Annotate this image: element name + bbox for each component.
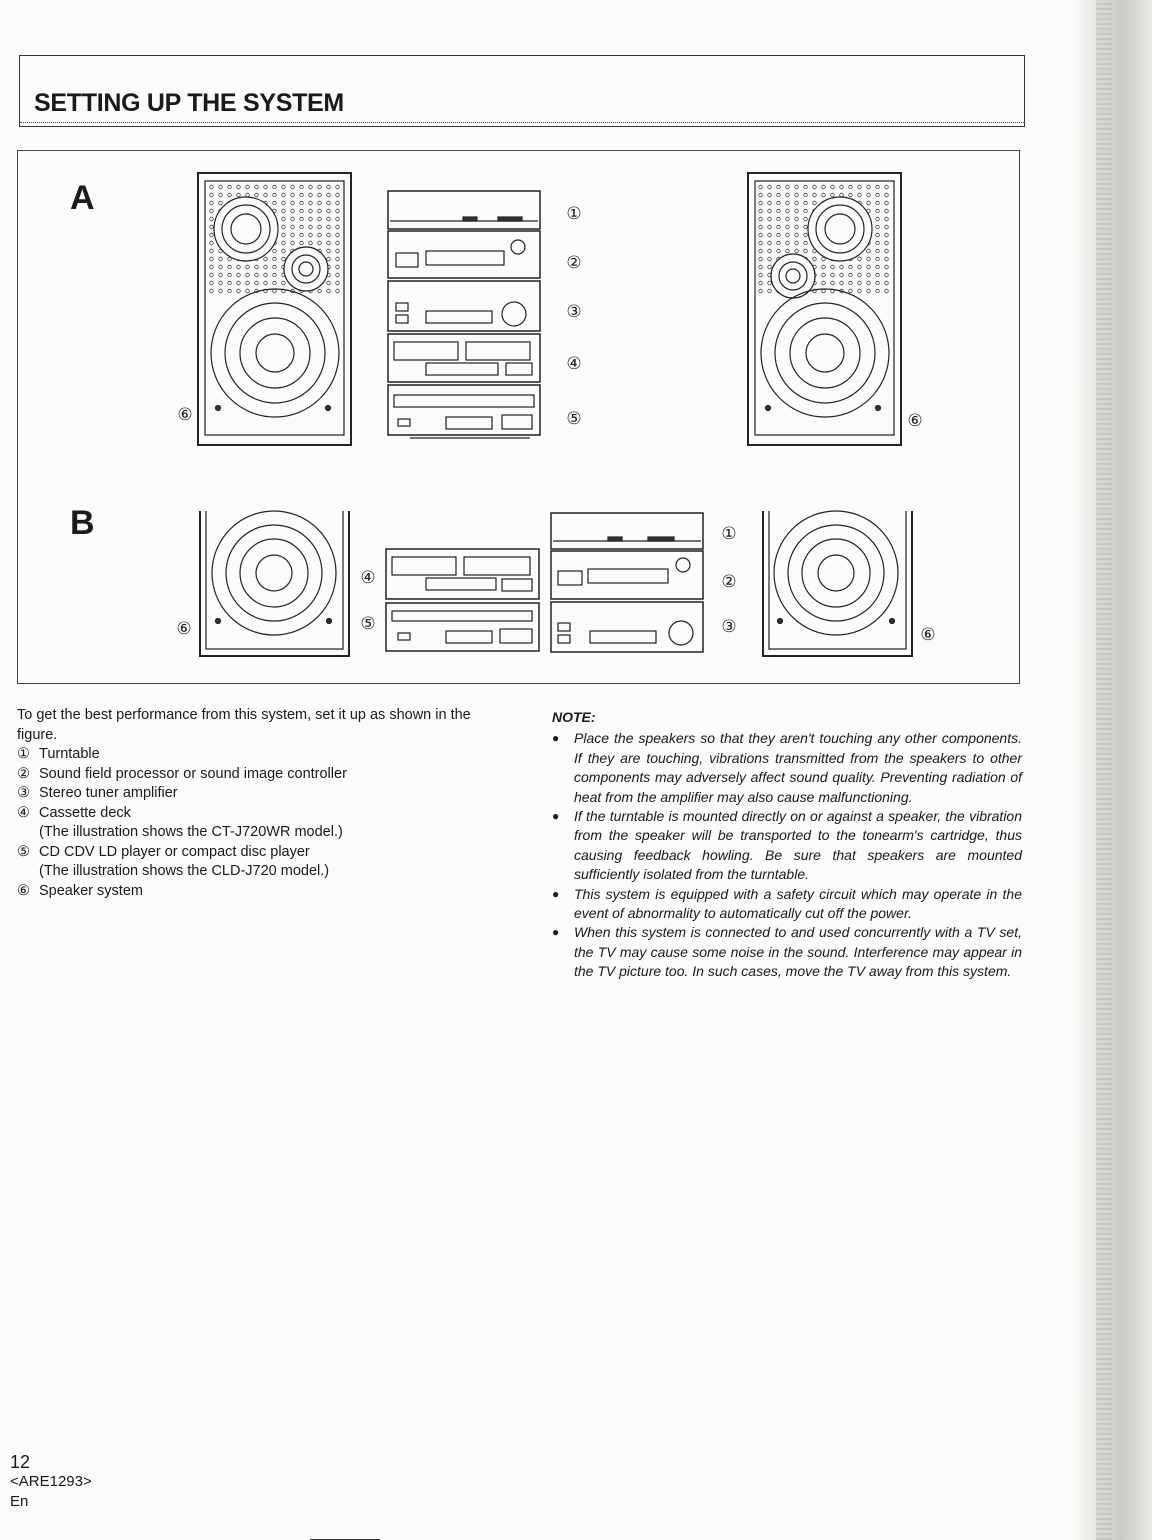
callout-a-6-right: ⑥ xyxy=(907,411,922,431)
note-item: ● When this system is connected to and us… xyxy=(552,923,1022,981)
callout-b-4: ④ xyxy=(360,568,375,588)
title-rule xyxy=(20,122,1024,123)
callout-a-4: ④ xyxy=(566,354,581,374)
item-number: ③ xyxy=(17,785,30,801)
component-stack-a xyxy=(387,190,541,439)
setup-figure: A B xyxy=(17,150,1020,684)
page-title: SETTING UP THE SYSTEM xyxy=(34,89,344,117)
component-list: ① Turntable ② Sound field processor or sou… xyxy=(17,745,497,901)
note-section: NOTE: ● Place the speakers so that they a… xyxy=(552,708,1022,982)
item-text: Sound field processor or sound image con… xyxy=(39,765,347,782)
item-text: CD CDV LD player or compact disc player xyxy=(39,843,310,860)
item-text: Turntable xyxy=(39,746,100,762)
bullet-icon: ● xyxy=(552,731,560,746)
speaker-a-left xyxy=(197,172,352,446)
item-text: Speaker system xyxy=(39,882,143,899)
component-list-section: To get the best performance from this sy… xyxy=(17,706,497,901)
component-stack-b-left xyxy=(385,548,540,652)
callout-b-6-left: ⑥ xyxy=(176,619,191,639)
callout-b-3: ③ xyxy=(721,617,736,637)
component-stack-b-right xyxy=(550,512,704,653)
setup-illustration: ① ② ③ ④ ⑤ ⑥ ⑥ ① ② ③ ④ ⑤ ⑥ ⑥ xyxy=(176,172,936,657)
speaker-a-right xyxy=(747,172,902,446)
item-number: ⑤ xyxy=(17,843,30,860)
callout-a-1: ① xyxy=(566,204,581,224)
list-item: ⑤ CD CDV LD player or compact disc player… xyxy=(17,843,497,882)
figure-label-b: B xyxy=(70,504,95,542)
callout-a-3: ③ xyxy=(566,302,581,322)
callout-b-6-right: ⑥ xyxy=(920,625,935,645)
bullet-icon: ● xyxy=(552,925,560,940)
intro-text: To get the best performance from this sy… xyxy=(17,707,471,743)
page-edge-shadow xyxy=(1074,0,1152,1540)
page-number: 12 xyxy=(10,1452,31,1472)
item-text: Cassette deck xyxy=(39,804,131,821)
item-subtext: (The illustration shows the CT-J720WR mo… xyxy=(39,824,343,840)
bullet-icon: ● xyxy=(552,809,560,824)
note-text: Place the speakers so that they aren't t… xyxy=(574,730,1022,805)
item-number: ⑥ xyxy=(17,882,30,899)
callout-a-6-left: ⑥ xyxy=(177,405,192,425)
list-item: ① Turntable xyxy=(17,745,497,765)
item-number: ② xyxy=(17,765,30,782)
speaker-b-left xyxy=(199,510,350,657)
note-item: ● Place the speakers so that they aren't … xyxy=(552,729,1022,807)
list-item: ⑥ Speaker system xyxy=(17,882,497,902)
callout-b-2: ② xyxy=(721,572,736,592)
item-subtext: (The illustration shows the CLD-J720 mod… xyxy=(39,863,330,879)
title-box: SETTING UP THE SYSTEM xyxy=(19,55,1025,127)
item-number: ④ xyxy=(17,804,30,821)
note-list: ● Place the speakers so that they aren't … xyxy=(552,729,1022,981)
item-number: ① xyxy=(17,746,30,762)
callout-b-5: ⑤ xyxy=(360,614,375,634)
page-edge-texture xyxy=(1096,0,1112,1540)
note-text: This system is equipped with a safety ci… xyxy=(574,885,1022,922)
list-item: ④ Cassette deck (The illustration shows th… xyxy=(17,804,497,843)
note-heading: NOTE: xyxy=(552,709,596,725)
list-item: ② Sound field processor or sound image co… xyxy=(17,765,497,785)
item-text: Stereo tuner amplifier xyxy=(39,785,178,801)
bullet-icon: ● xyxy=(552,886,560,901)
callout-b-1: ① xyxy=(721,524,736,544)
language-code: En xyxy=(10,1493,29,1510)
note-text: When this system is connected to and use… xyxy=(574,924,1022,980)
note-item: ● This system is equipped with a safety c… xyxy=(552,885,1022,924)
note-item: ● If the turntable is mounted directly on… xyxy=(552,807,1022,885)
callout-a-2: ② xyxy=(566,253,581,273)
figure-label-a: A xyxy=(70,179,95,217)
speaker-b-right xyxy=(762,510,913,657)
list-item: ③ Stereo tuner amplifier xyxy=(17,784,497,804)
page-footer: 12 <ARE1293> En xyxy=(10,1452,92,1512)
document-code: <ARE1293> xyxy=(10,1473,92,1490)
note-text: If the turntable is mounted directly on … xyxy=(574,808,1022,883)
callout-a-5: ⑤ xyxy=(566,409,581,429)
